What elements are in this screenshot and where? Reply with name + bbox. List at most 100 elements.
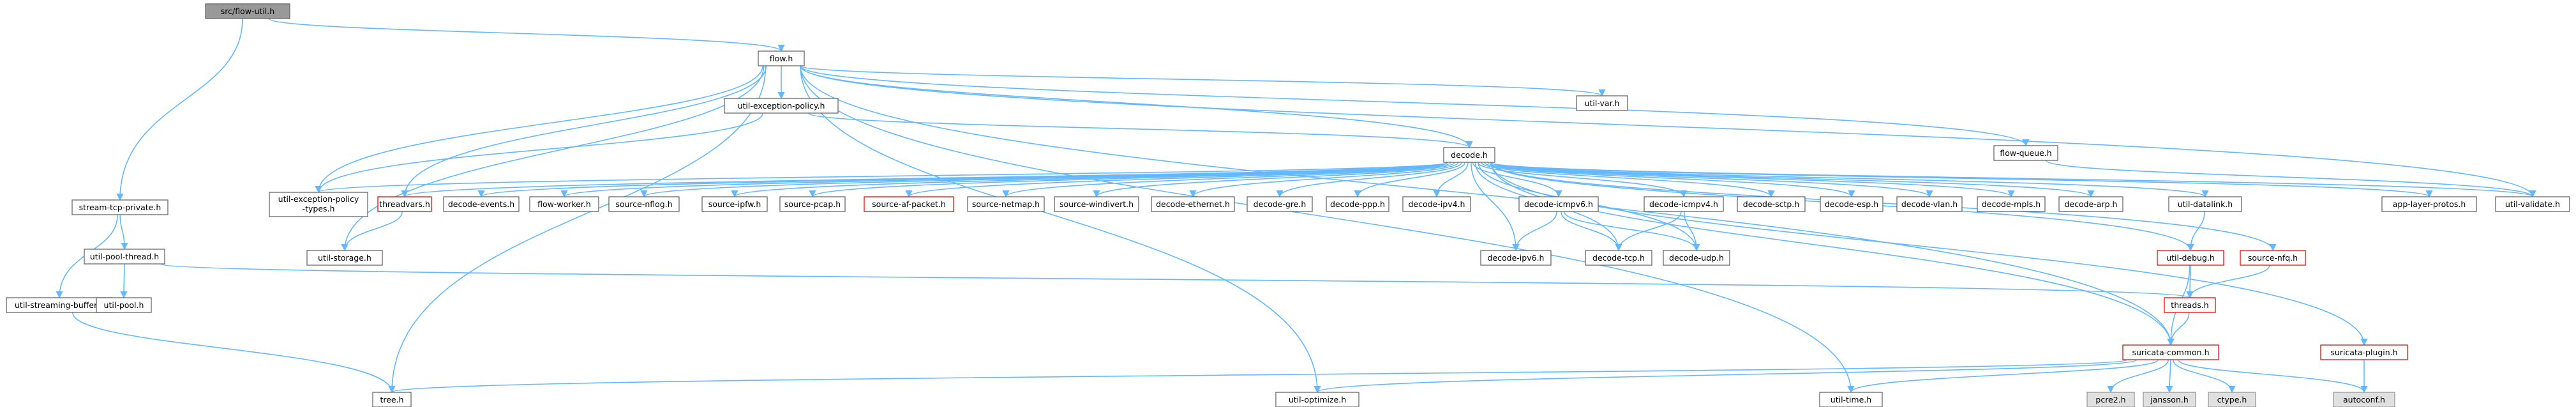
node-label: stream-tcp-private.h bbox=[79, 203, 161, 212]
node-source-nflog[interactable]: source-nflog.h bbox=[608, 196, 680, 212]
node-source-windivert[interactable]: source-windivert.h bbox=[1054, 196, 1139, 212]
node-source-nfq[interactable]: source-nfq.h bbox=[2240, 250, 2306, 266]
node-decode-udp[interactable]: decode-udp.h bbox=[1663, 250, 1730, 266]
edge-decode-icmpv6-to-decode-tcp bbox=[1560, 211, 1622, 252]
node-source-netmap[interactable]: source-netmap.h bbox=[967, 196, 1045, 212]
node-threads[interactable]: threads.h bbox=[2164, 297, 2216, 313]
node-util-exception-policy-types[interactable]: util-exception-policy-types.h bbox=[269, 192, 368, 217]
node-util-optimize[interactable]: util-optimize.h bbox=[1275, 392, 1359, 407]
node-box bbox=[1993, 145, 2058, 161]
node-box bbox=[701, 196, 768, 212]
node-util-pool-thread[interactable]: util-pool-thread.h bbox=[84, 249, 165, 265]
edge-suricata-common-to-tree bbox=[389, 359, 2127, 394]
node-box bbox=[377, 196, 432, 212]
node-util-exception-policy[interactable]: util-exception-policy.h bbox=[724, 98, 839, 114]
node-box bbox=[2320, 344, 2408, 360]
node-box bbox=[1576, 95, 1628, 111]
edge-decode-to-suricata-plugin bbox=[1490, 162, 2368, 346]
node-label: util-pool-thread.h bbox=[90, 252, 159, 261]
node-box bbox=[967, 196, 1045, 212]
node-util-validate[interactable]: util-validate.h bbox=[2495, 196, 2570, 212]
node-util-time[interactable]: util-time.h bbox=[1819, 392, 1883, 407]
node-label: threadvars.h bbox=[379, 199, 430, 209]
node-decode-events[interactable]: decode-events.h bbox=[443, 196, 520, 212]
edge-util-pool-thread-to-threads bbox=[160, 263, 2193, 299]
node-util-var[interactable]: util-var.h bbox=[1576, 95, 1628, 111]
edge-util-streaming-buffer-to-tree bbox=[72, 312, 396, 394]
node-source-af-packet[interactable]: source-af-packet.h bbox=[864, 196, 954, 212]
edge-suricata-common-to-pcre2 bbox=[2107, 359, 2169, 394]
node-suricata-common[interactable]: suricata-common.h bbox=[2122, 344, 2219, 360]
node-box bbox=[724, 98, 839, 114]
node-decode-sctp[interactable]: decode-sctp.h bbox=[1737, 196, 1806, 212]
node-util-debug[interactable]: util-debug.h bbox=[2157, 250, 2224, 266]
node-decode-ipv4[interactable]: decode-ipv4.h bbox=[1402, 196, 1471, 212]
node-decode-mpls[interactable]: decode-mpls.h bbox=[1977, 196, 2046, 212]
node-decode[interactable]: decode.h bbox=[1443, 147, 1495, 163]
node-flow-worker[interactable]: flow-worker.h bbox=[529, 196, 599, 212]
edge-source-nfq-to-threads bbox=[2186, 265, 2270, 299]
node-decode-icmpv6[interactable]: decode-icmpv6.h bbox=[1518, 196, 1599, 212]
node-box bbox=[2208, 392, 2256, 407]
node-box bbox=[1247, 196, 1313, 212]
node-source-ipfw[interactable]: source-ipfw.h bbox=[701, 196, 768, 212]
node-decode-tcp[interactable]: decode-tcp.h bbox=[1585, 250, 1652, 266]
node-box bbox=[1819, 392, 1883, 407]
node-flow-queue[interactable]: flow-queue.h bbox=[1993, 145, 2058, 161]
node-decode-ethernet[interactable]: decode-ethernet.h bbox=[1151, 196, 1235, 212]
node-label: decode-mpls.h bbox=[1982, 199, 2041, 209]
node-tree[interactable]: tree.h bbox=[372, 392, 412, 407]
node-util-pool[interactable]: util-pool.h bbox=[96, 297, 152, 313]
edge-stream-tcp-private-to-util-pool-thread bbox=[119, 214, 128, 250]
node-label: util-exception-policy-types.h bbox=[278, 194, 359, 213]
node-stream-tcp-private[interactable]: stream-tcp-private.h bbox=[71, 199, 168, 215]
node-box bbox=[205, 3, 290, 19]
node-box bbox=[1275, 392, 1359, 407]
node-decode-vlan[interactable]: decode-vlan.h bbox=[1896, 196, 1963, 212]
edge-threadvars-to-util-storage bbox=[341, 211, 403, 252]
node-label: util-debug.h bbox=[2166, 253, 2215, 263]
edge-decode-to-decode-ppp bbox=[1354, 162, 1465, 198]
node-label: util-optimize.h bbox=[1289, 395, 1346, 404]
node-source-pcap[interactable]: source-pcap.h bbox=[779, 196, 846, 212]
node-ctype: ctype.h bbox=[2208, 392, 2256, 407]
node-label: decode-esp.h bbox=[1825, 199, 1878, 209]
edge-threads-to-suricata-common bbox=[2167, 312, 2190, 346]
node-decode-gre[interactable]: decode-gre.h bbox=[1247, 196, 1313, 212]
node-label: util-pool.h bbox=[104, 300, 144, 310]
node-root[interactable]: src/flow-util.h bbox=[205, 3, 290, 19]
node-flow[interactable]: flow.h bbox=[758, 50, 805, 66]
node-suricata-plugin[interactable]: suricata-plugin.h bbox=[2320, 344, 2408, 360]
edge-decode-to-util-validate bbox=[1490, 162, 2536, 198]
node-decode-esp[interactable]: decode-esp.h bbox=[1820, 196, 1883, 212]
node-box bbox=[1054, 196, 1139, 212]
node-label: decode-icmpv4.h bbox=[1649, 199, 1718, 209]
edge-flow-to-threadvars bbox=[401, 65, 767, 198]
node-util-datalink[interactable]: util-datalink.h bbox=[2168, 196, 2242, 212]
node-label: source-windivert.h bbox=[1060, 199, 1134, 209]
node-box bbox=[2333, 392, 2395, 407]
edge-decode-to-decode-gre bbox=[1276, 162, 1462, 198]
node-decode-arp[interactable]: decode-arp.h bbox=[2058, 196, 2123, 212]
node-box bbox=[1480, 250, 1552, 266]
node-util-storage[interactable]: util-storage.h bbox=[306, 250, 383, 266]
edge-root-to-stream-tcp-private bbox=[116, 18, 243, 201]
edge-decode-icmpv6-to-decode-ipv6 bbox=[1512, 211, 1558, 252]
edge-flow-queue-to-util-validate bbox=[2045, 160, 2536, 198]
edge-decode-to-decode-esp bbox=[1484, 162, 1855, 198]
edge-suricata-common-to-util-time bbox=[1847, 359, 2159, 394]
node-label: decode-gre.h bbox=[1254, 199, 1307, 209]
node-app-layer-protos[interactable]: app-layer-protos.h bbox=[2381, 196, 2477, 212]
node-decode-ipv6[interactable]: decode-ipv6.h bbox=[1480, 250, 1552, 266]
node-pcre2: pcre2.h bbox=[2086, 392, 2135, 407]
node-decode-ppp[interactable]: decode-ppp.h bbox=[1326, 196, 1389, 212]
node-threadvars[interactable]: threadvars.h bbox=[377, 196, 432, 212]
node-decode-icmpv4[interactable]: decode-icmpv4.h bbox=[1644, 196, 1724, 212]
edge-decode-to-suricata-common bbox=[1490, 162, 2175, 346]
node-label: source-pcap.h bbox=[784, 199, 841, 209]
node-label: flow-worker.h bbox=[537, 199, 591, 209]
node-label: decode-tcp.h bbox=[1592, 253, 1645, 263]
node-box bbox=[864, 196, 954, 212]
node-label: decode-vlan.h bbox=[1901, 199, 1958, 209]
